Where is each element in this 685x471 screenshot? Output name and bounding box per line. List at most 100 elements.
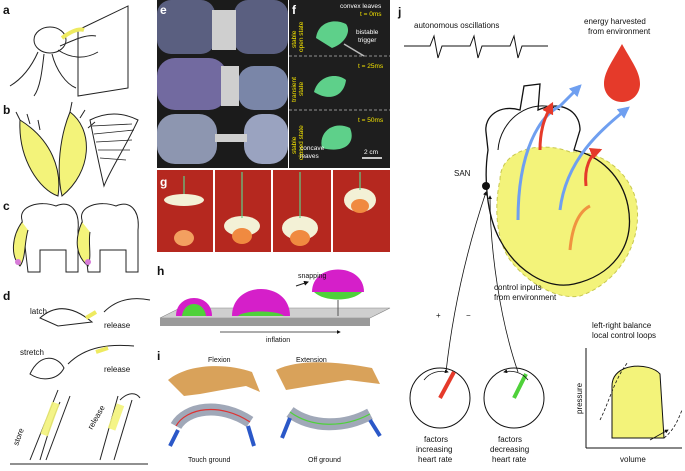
panel-c: c	[3, 199, 139, 273]
stable-closed-label: stable	[291, 136, 298, 154]
inc-label-3: heart rate	[418, 455, 453, 464]
frog-2-leap	[67, 344, 135, 365]
elephant-1-trunk	[13, 221, 29, 267]
concave-label: concave	[300, 145, 325, 152]
panel-h: h snapping inflation	[157, 264, 391, 344]
clamp-1	[212, 10, 236, 50]
san-label: SAN	[454, 169, 471, 178]
robot-flexion-red	[175, 408, 251, 427]
blue-flow-2	[558, 106, 630, 211]
trap-lobe-right	[58, 111, 87, 197]
closed-state-label: closed state	[298, 125, 305, 160]
energy-label-2: from environment	[588, 27, 651, 36]
energy-drop	[604, 44, 640, 102]
panel-i: i Flexion Extension Touch ground Off gro…	[157, 349, 382, 464]
gauge-decrease-needle	[512, 373, 528, 399]
panel-b-label: b	[3, 103, 10, 117]
t50-label: t = 50ms	[358, 117, 384, 124]
convex-leaves-label: convex leaves	[340, 3, 382, 10]
frog-1-release	[103, 298, 151, 313]
robot-extension-body	[286, 406, 373, 431]
glass-pane	[77, 5, 129, 97]
red-flow-1	[538, 101, 554, 151]
balloon-3-left	[157, 114, 217, 164]
photo-g-sep-2	[271, 170, 273, 252]
dome-1-inner	[182, 304, 206, 316]
energy-label-1: energy harvested	[584, 17, 646, 26]
robot-flexion-body	[170, 403, 254, 430]
stretch-label: stretch	[20, 348, 44, 357]
heart-outline	[485, 83, 631, 286]
t25-label: t = 25ms	[358, 63, 384, 70]
snapping-label: snapping	[298, 273, 327, 280]
dec-label-3: heart rate	[492, 455, 527, 464]
flower-1	[164, 194, 204, 206]
control-label-2: from environment	[494, 293, 557, 302]
heart-ventricles-fill	[496, 146, 638, 298]
octopus-highlight	[60, 27, 85, 40]
gauge-decrease	[483, 367, 545, 429]
gauge-increase	[409, 367, 471, 429]
snapping-arrow	[295, 280, 309, 287]
frog-1	[39, 308, 94, 327]
lr-balance-label: left-right balance	[592, 321, 652, 330]
balloon-2-right	[238, 66, 288, 110]
leg-release	[99, 393, 141, 461]
dome-3-inner	[314, 292, 362, 300]
leaves-label: leaves	[300, 153, 320, 160]
orange-flow	[568, 204, 591, 251]
minus-sign: −	[466, 311, 471, 320]
elephant-2-body	[81, 203, 139, 273]
control-label-1: control inputs	[494, 283, 542, 292]
flexion-label: Flexion	[208, 357, 231, 364]
san-node	[482, 182, 490, 190]
panel-d: d latch release stretch release store re…	[3, 289, 151, 465]
robot-flexion-legs	[168, 425, 256, 447]
clamp-3	[215, 134, 247, 142]
leaf-transient	[314, 76, 346, 97]
scale-label: 2 cm	[364, 149, 378, 156]
cheetah-extension	[276, 362, 380, 390]
ball-2	[232, 228, 252, 244]
panel-i-label: i	[157, 349, 160, 363]
ecg-trace	[404, 34, 548, 59]
touch-ground-label: Touch ground	[188, 457, 231, 464]
panel-e-label: e	[160, 3, 167, 17]
panel-f-label: f	[292, 3, 297, 17]
stable-open-label: stable	[291, 30, 298, 48]
frog-2-highlight	[95, 346, 109, 354]
bistable-label: bistable	[356, 29, 379, 36]
gauge-decrease-arc	[503, 369, 529, 381]
dome-3	[312, 269, 364, 292]
octopus-arms	[9, 35, 99, 97]
elephant-1-body	[21, 203, 79, 273]
trigger-label: trigger	[358, 37, 377, 44]
autonomous-label: autonomous oscillations	[414, 21, 499, 30]
balloon-2-left	[157, 58, 227, 110]
open-state-label: open state	[298, 21, 305, 52]
dec-label-2: decreasing	[490, 445, 529, 454]
pv-dashed-1	[599, 361, 629, 421]
panel-j: j autonomous oscillations energy harvest…	[397, 5, 683, 464]
trap-teeth-open	[15, 101, 96, 131]
frog-2	[29, 357, 65, 380]
trap-closed	[89, 113, 139, 188]
balloon-1-left	[157, 0, 215, 54]
balloon-1-right	[234, 0, 288, 54]
volume-label: volume	[620, 455, 646, 464]
inflation-label: inflation	[266, 337, 290, 344]
transient-label: transient	[291, 77, 298, 102]
leaf-closed	[321, 125, 352, 150]
plus-sign: +	[436, 311, 441, 320]
trigger-rod	[343, 43, 365, 57]
trap-teeth-closed	[91, 123, 135, 161]
panel-h-label: h	[157, 264, 164, 278]
panel-g-label: g	[160, 175, 167, 189]
flower-3	[282, 216, 318, 240]
extension-label: Extension	[296, 357, 327, 364]
elephant-2-object	[85, 259, 91, 265]
robot-extension-legs	[280, 417, 382, 439]
panel-a: a	[3, 3, 129, 97]
gauge-increase-needle	[438, 371, 456, 399]
